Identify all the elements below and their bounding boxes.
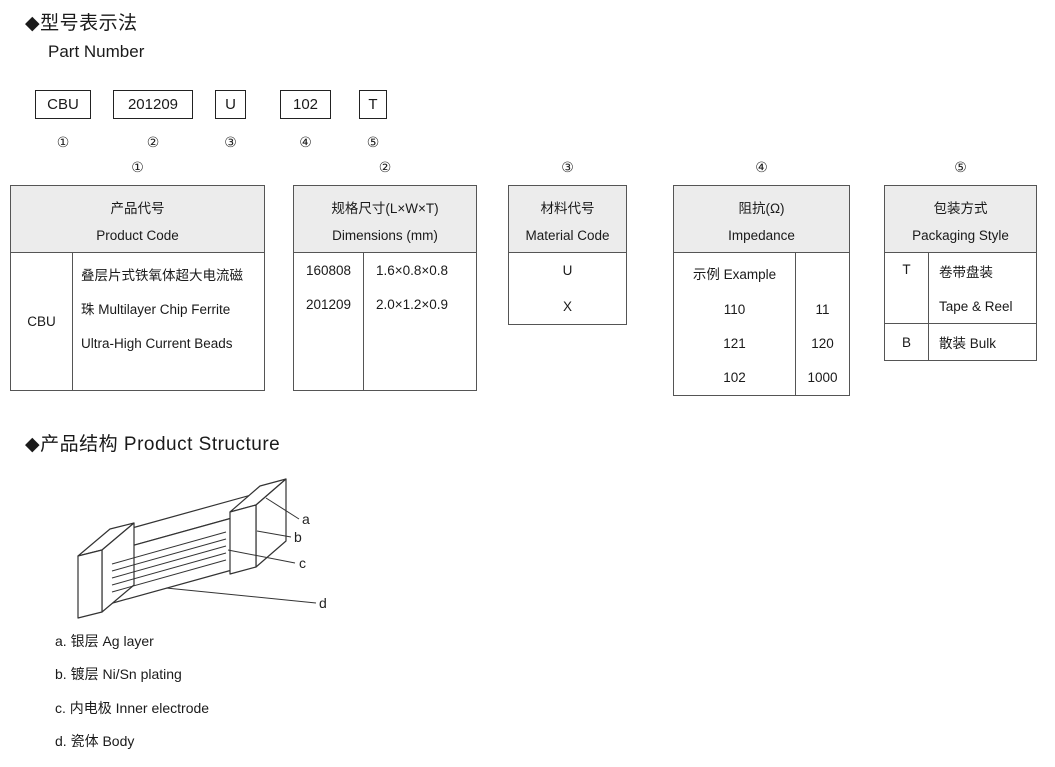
leader-line-b: [256, 530, 292, 538]
table-material-code: 材料代号 Material Code U X: [508, 185, 627, 325]
right-cap-front-face: [229, 504, 257, 575]
legend-item-c: c. 内电极 Inner electrode: [55, 699, 210, 716]
table-product-code-header: 产品代号 Product Code: [11, 186, 264, 253]
table-impedance-header: 阻抗(Ω) Impedance: [674, 186, 849, 253]
diagram-label-a: a: [302, 511, 310, 527]
legend-item-a: a. 银层 Ag layer: [55, 632, 154, 649]
inner-electrode-layer: [111, 538, 227, 572]
cell-packaging-desc: 散装 Bulk: [939, 336, 997, 351]
cell-impedance-code: 121: [674, 326, 796, 361]
cell-product-desc: 叠层片式铁氧体超大电流磁 珠 Multilayer Chip Ferrite U…: [81, 259, 243, 361]
table-impedance: 阻抗(Ω) Impedance 示例 Example 110 11 121 12…: [673, 185, 850, 396]
section-title-product-structure: ◆产品结构 Product Structure: [25, 434, 281, 455]
header-zh: 材料代号: [540, 201, 595, 216]
cell-size-value: 2.0×1.2×0.9: [376, 296, 449, 312]
inner-electrode-layer: [111, 552, 227, 586]
table-dimensions: 规格尺寸(L×W×T) Dimensions (mm) 160808 1.6×0…: [293, 185, 477, 391]
part-number-segment-5: T: [359, 90, 387, 119]
inner-electrode-layer: [111, 531, 227, 565]
part-number-segment-1: CBU: [35, 90, 91, 119]
marker-circled-5: ⑤: [366, 134, 380, 150]
table-product-code: 产品代号 Product Code CBU 叠层片式铁氧体超大电流磁 珠 Mul…: [10, 185, 265, 391]
left-cap-front-face: [77, 549, 103, 619]
part-number-segment-4: 102: [280, 90, 331, 119]
diagram-label-c: c: [299, 555, 306, 571]
table-marker-3: ③: [561, 159, 574, 175]
header-en: Product Code: [96, 228, 179, 243]
leader-line-a: [265, 497, 300, 520]
cell-packaging-code: B: [885, 324, 929, 360]
table-row: 160808 1.6×0.8×0.8: [294, 253, 476, 287]
table-packaging: 包装方式 Packaging Style T 卷带盘装 Tape & Reel …: [884, 185, 1037, 361]
cell-size-code: 201209: [294, 287, 364, 321]
cell-material-x: X: [562, 298, 572, 314]
table-material-code-header: 材料代号 Material Code: [509, 186, 626, 253]
cell-impedance-code: 102: [674, 360, 796, 395]
table-row: 102 1000: [674, 360, 849, 395]
part-number-segment-2: 201209: [113, 90, 193, 119]
table-marker-5: ⑤: [954, 159, 967, 175]
desc-line-3: Ultra-High Current Beads: [81, 336, 233, 351]
diagram-label-b: b: [294, 529, 302, 545]
table-row-example: 示例 Example: [674, 253, 849, 293]
inner-electrode-layer: [111, 545, 227, 579]
table-row: 201209 2.0×1.2×0.9: [294, 287, 476, 321]
cell-size-value: 1.6×0.8×0.8: [376, 262, 449, 278]
cell-size-code: 160808: [294, 253, 364, 287]
header-zh: 包装方式: [933, 201, 988, 216]
header-zh: 产品代号: [110, 201, 165, 216]
cell-impedance-value: 11: [815, 301, 830, 317]
cell-impedance-value: 120: [811, 336, 834, 352]
header-en: Material Code: [525, 228, 610, 243]
leader-line-d: [165, 587, 317, 604]
table-row: 110 11: [674, 292, 849, 327]
leader-line-c: [227, 549, 296, 564]
structure-legend: a. 银层 Ag layer b. 镀层 Ni/Sn plating c. 内电…: [55, 624, 209, 758]
legend-item-d: d. 瓷体 Body: [55, 733, 135, 750]
header-en: Impedance: [728, 228, 795, 243]
header-zh: 规格尺寸(L×W×T): [331, 201, 439, 216]
cell-packaging-code: T: [885, 253, 929, 323]
part-number-segment-3: U: [215, 90, 246, 119]
table-row: B 散装 Bulk: [885, 323, 1036, 360]
desc-line-1: 叠层片式铁氧体超大电流磁: [81, 268, 243, 283]
marker-circled-3: ③: [224, 134, 237, 150]
table-marker-2: ②: [378, 159, 392, 175]
marker-circled-1: ①: [56, 134, 70, 150]
packaging-line-en: Tape & Reel: [939, 299, 1013, 314]
inner-electrode-layer: [111, 559, 227, 593]
header-en: Dimensions (mm): [332, 228, 438, 243]
table-packaging-header: 包装方式 Packaging Style: [885, 186, 1036, 253]
table-marker-4: ④: [755, 159, 768, 175]
table-row: 121 120: [674, 326, 849, 361]
section-title-part-number-en: Part Number: [48, 42, 145, 61]
legend-item-b: b. 镀层 Ni/Sn plating: [55, 666, 182, 683]
diagram-label-d: d: [319, 595, 327, 611]
header-zh: 阻抗(Ω): [738, 201, 785, 216]
cell-packaging-desc: 卷带盘装 Tape & Reel: [939, 256, 1013, 324]
table-row-filler: [294, 321, 476, 390]
cell-product-code: CBU: [11, 253, 73, 390]
marker-circled-2: ②: [146, 134, 160, 150]
cell-impedance-code: 110: [674, 292, 796, 327]
table-row: T 卷带盘装 Tape & Reel: [885, 253, 1036, 323]
packaging-line-zh: 卷带盘装: [939, 265, 993, 280]
product-structure-diagram: a b c d: [77, 478, 327, 619]
cell-impedance-example: 示例 Example: [674, 253, 796, 293]
cell-impedance-value: 1000: [807, 370, 838, 386]
marker-circled-4: ④: [299, 134, 312, 150]
desc-line-2: 珠 Multilayer Chip Ferrite: [81, 302, 231, 317]
header-en: Packaging Style: [912, 228, 1009, 243]
cell-material-u: U: [562, 263, 573, 279]
table-marker-1: ①: [131, 159, 144, 175]
section-title-part-number-zh: ◆型号表示法: [25, 13, 138, 34]
table-dimensions-header: 规格尺寸(L×W×T) Dimensions (mm): [294, 186, 476, 253]
